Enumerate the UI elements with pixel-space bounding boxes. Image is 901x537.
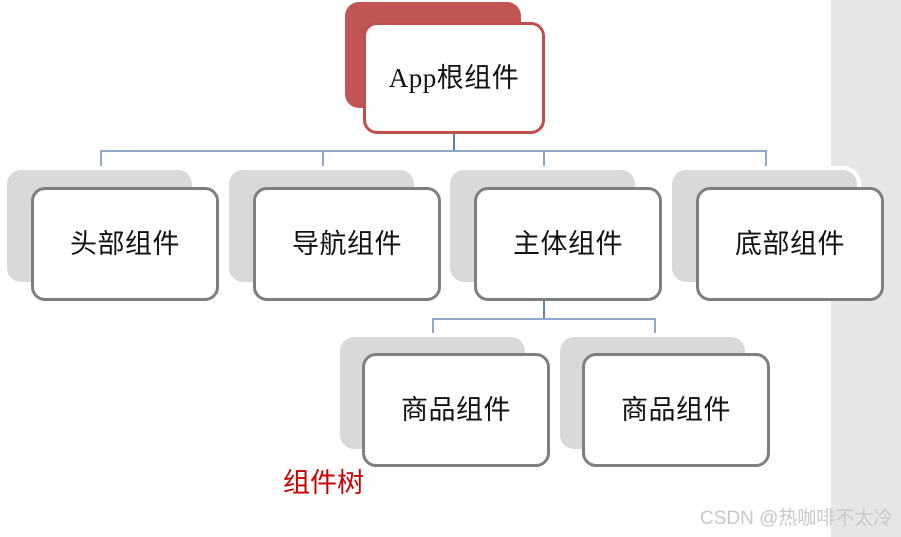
node-face[interactable]: App根组件 (363, 22, 545, 134)
node-header-component[interactable]: 头部组件 (7, 170, 219, 301)
node-label: 底部组件 (735, 228, 845, 259)
node-label: 导航组件 (292, 228, 402, 259)
connector-drop-header (100, 150, 102, 169)
connector-main-stem (543, 300, 545, 319)
connector-drop-main (543, 150, 545, 169)
node-label: App根组件 (388, 62, 520, 93)
connector-drop-nav (322, 150, 324, 169)
node-app-root[interactable]: App根组件 (345, 2, 545, 134)
node-label-ascii: App (388, 62, 437, 93)
csdn-watermark: CSDN @热咖啡不太冷 (700, 508, 893, 529)
node-face[interactable]: 主体组件 (474, 187, 662, 301)
connector-root-stem (453, 131, 455, 152)
node-label-cjk: 根组件 (436, 62, 520, 93)
node-face[interactable]: 导航组件 (253, 187, 441, 301)
node-nav-component[interactable]: 导航组件 (229, 170, 441, 301)
connector-drop-product-1 (432, 318, 434, 338)
connector-level3-bus (432, 318, 656, 320)
node-footer-component[interactable]: 底部组件 (672, 170, 884, 301)
connector-drop-product-2 (654, 318, 656, 338)
node-label: 头部组件 (70, 228, 180, 259)
node-label: 主体组件 (513, 228, 623, 259)
connector-drop-footer (765, 150, 767, 169)
node-main-component[interactable]: 主体组件 (450, 170, 662, 301)
node-product-component-1[interactable]: 商品组件 (340, 337, 552, 468)
node-face[interactable]: 商品组件 (362, 353, 550, 467)
node-product-component-2[interactable]: 商品组件 (560, 337, 772, 468)
connector-level2-bus (100, 150, 766, 152)
node-label: 商品组件 (401, 394, 511, 425)
node-face[interactable]: 头部组件 (31, 187, 219, 301)
node-label: 商品组件 (621, 394, 731, 425)
node-face[interactable]: 底部组件 (696, 187, 884, 301)
diagram-caption: 组件树 (283, 468, 364, 498)
node-face[interactable]: 商品组件 (582, 353, 770, 467)
